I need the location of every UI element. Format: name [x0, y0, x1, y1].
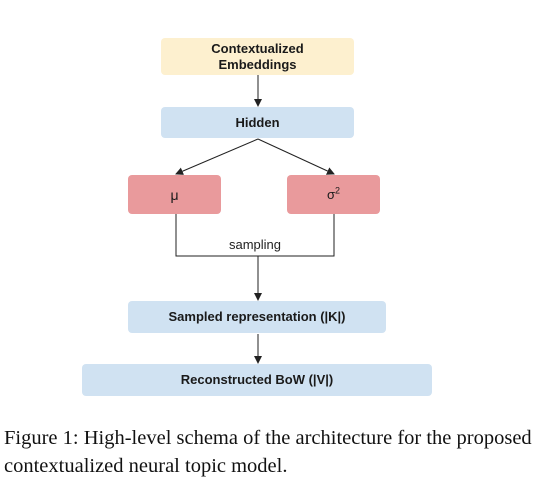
hidden-label: Hidden	[235, 114, 280, 130]
mu-node: μ	[128, 175, 221, 214]
sampling-connector	[175, 214, 335, 257]
reconstructed-bow-node: Reconstructed BoW (|V|)	[82, 364, 432, 396]
sigma-label: σ2	[326, 185, 341, 203]
sigma-exponent: 2	[335, 185, 341, 196]
arrow-hidden-to-sigma	[257, 138, 335, 175]
sampled-representation-node: Sampled representation (|K|)	[128, 301, 386, 333]
arrow-hidden-to-mu	[175, 138, 259, 175]
contextualized-embeddings-label: Contextualized Embeddings	[211, 40, 304, 72]
figure-caption: Figure 1: High-level schema of the archi…	[4, 427, 532, 477]
reconstructed-bow-label: Reconstructed BoW (|V|)	[180, 372, 334, 387]
sampling-label: sampling	[228, 237, 282, 252]
sigma-squared-node: σ2	[287, 175, 380, 214]
contextualized-embeddings-node: Contextualized Embeddings	[161, 38, 354, 75]
sigma-symbol: σ	[326, 186, 335, 202]
mu-label: μ	[170, 186, 179, 203]
sampled-representation-label: Sampled representation (|K|)	[168, 309, 346, 324]
hidden-node: Hidden	[161, 107, 354, 138]
